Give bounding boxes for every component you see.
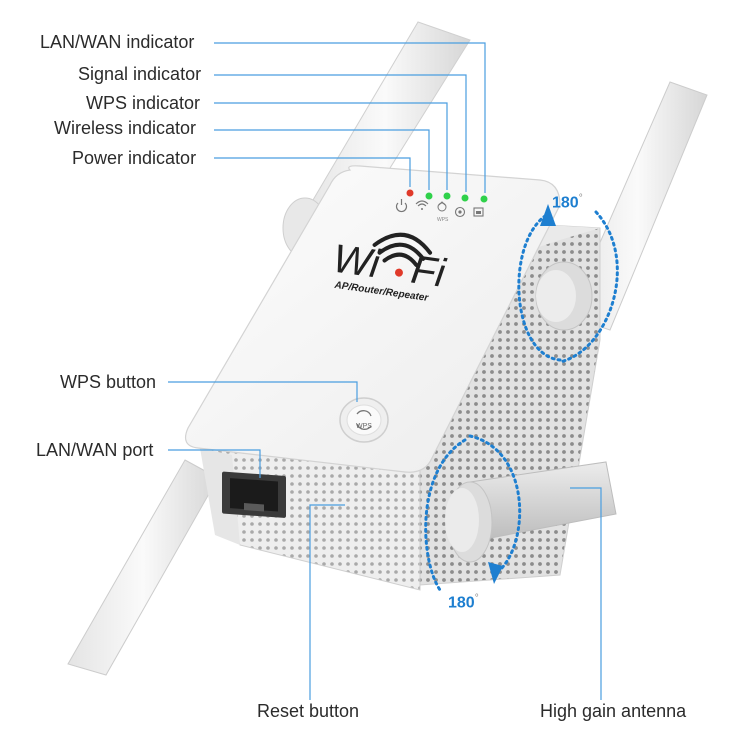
label-wps-indicator: WPS indicator	[86, 93, 201, 113]
label-wireless-indicator: Wireless indicator	[54, 118, 197, 138]
leader-reset-button	[309, 504, 345, 700]
label-lan-wan-indicator: LAN/WAN indicator	[40, 32, 195, 52]
leader-wps-button	[168, 381, 358, 402]
label-wps-button: WPS button	[60, 372, 157, 392]
leader-lines	[168, 42, 602, 700]
power-icon	[395, 199, 408, 213]
wps-button-text: WPS	[356, 423, 372, 430]
leader-wireless-indicator	[214, 129, 430, 190]
label-high-gain-antenna: High gain antenna	[540, 701, 687, 721]
leader-lan-wan-indicator	[214, 42, 486, 193]
logo-fi: Fi	[408, 248, 448, 296]
wireless-icon	[415, 200, 429, 210]
leader-high-gain-antenna	[570, 487, 602, 700]
led-row: WPS	[395, 189, 488, 223]
wifi-waves-icon	[372, 232, 433, 277]
leader-signal-indicator	[214, 74, 467, 192]
antenna-right-upper	[567, 81, 708, 331]
antenna-right-lower	[445, 461, 617, 563]
leader-power-indicator	[214, 157, 411, 187]
label-signal-indicator: Signal indicator	[78, 64, 202, 84]
wps-led-icon	[437, 201, 447, 212]
wps-led-label: WPS	[437, 217, 449, 223]
rotation-label-top: 180°	[552, 193, 583, 212]
rotation-unit-top: °	[578, 193, 583, 204]
rotation-arrow-bottom	[424, 434, 522, 592]
rotation-arrow-top	[517, 204, 619, 364]
wps-button[interactable]: WPS	[339, 397, 389, 443]
rotation-label-bottom: 180°	[448, 593, 479, 612]
lan-wan-port[interactable]	[222, 471, 286, 518]
ethernet-icon	[473, 207, 484, 217]
power-led	[406, 189, 414, 197]
label-reset-button: Reset button	[257, 701, 360, 721]
leader-wps-indicator	[214, 102, 448, 190]
lan-wan-led	[480, 195, 488, 203]
leader-lan-wan-port	[168, 449, 261, 478]
rotation-value-top: 180	[552, 194, 579, 212]
label-power-indicator: Power indicator	[72, 148, 197, 168]
rotation-value-bottom: 180	[448, 594, 475, 612]
antenna-hinge-upper	[535, 261, 593, 331]
label-lan-wan-port: LAN/WAN port	[36, 440, 154, 460]
signal-led	[461, 194, 469, 202]
signal-icon	[454, 206, 466, 218]
rotation-unit-bottom: °	[474, 593, 479, 604]
wps-led	[443, 192, 451, 200]
antenna-back-left-lower	[67, 459, 219, 676]
router-front-face	[185, 165, 561, 473]
wireless-led	[425, 192, 433, 200]
